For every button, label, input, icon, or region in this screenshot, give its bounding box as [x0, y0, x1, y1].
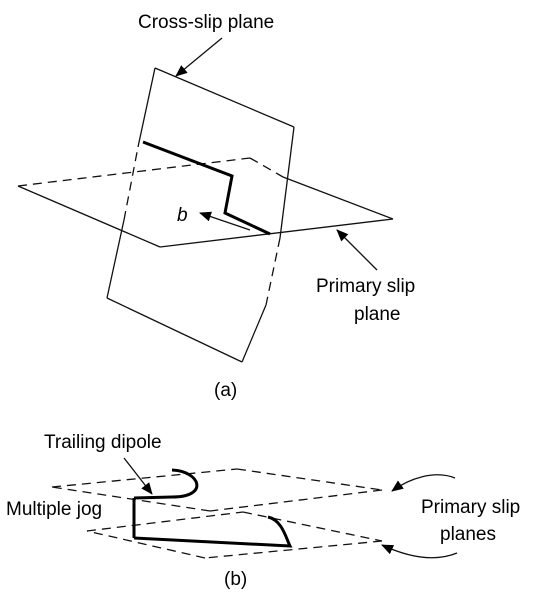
dislocation-line: [142, 140, 271, 236]
trailing-dipole-upper: [133, 468, 199, 500]
cross-slip-plane-label: Cross-slip plane: [138, 12, 274, 33]
panel-a-caption: (a): [214, 380, 237, 401]
panel-b: Trailing dipole Multiple jog Primary sli…: [6, 432, 520, 590]
arrow-icon: [391, 474, 456, 492]
arrow-icon: [123, 457, 153, 495]
multiple-jog-label: Multiple jog: [6, 499, 102, 520]
arrow-icon: [336, 229, 378, 271]
panel-b-caption: (b): [224, 569, 247, 590]
cross-slip-plane: [106, 67, 295, 363]
primary-slip-plane-label-line1: Primary slip: [316, 276, 415, 297]
primary-slip-plane-label-line2: plane: [354, 304, 401, 325]
arrow-icon: [381, 544, 458, 559]
burgers-vector-arrow: [199, 211, 251, 231]
lower-primary-slip-plane: [86, 511, 383, 559]
primary-slip-planes-label-line2: planes: [440, 524, 496, 545]
trailing-dipole-label: Trailing dipole: [44, 432, 162, 453]
primary-slip-planes-label-line1: Primary slip: [421, 497, 520, 518]
panel-a: b Cross-slip plane Primary slip plane (a…: [17, 12, 415, 401]
trailing-dipole-lower: [133, 515, 293, 548]
burgers-vector-label: b: [177, 205, 188, 226]
arrow-icon: [175, 37, 223, 77]
upper-primary-slip-plane: [51, 468, 383, 512]
primary-slip-plane: [17, 157, 394, 248]
